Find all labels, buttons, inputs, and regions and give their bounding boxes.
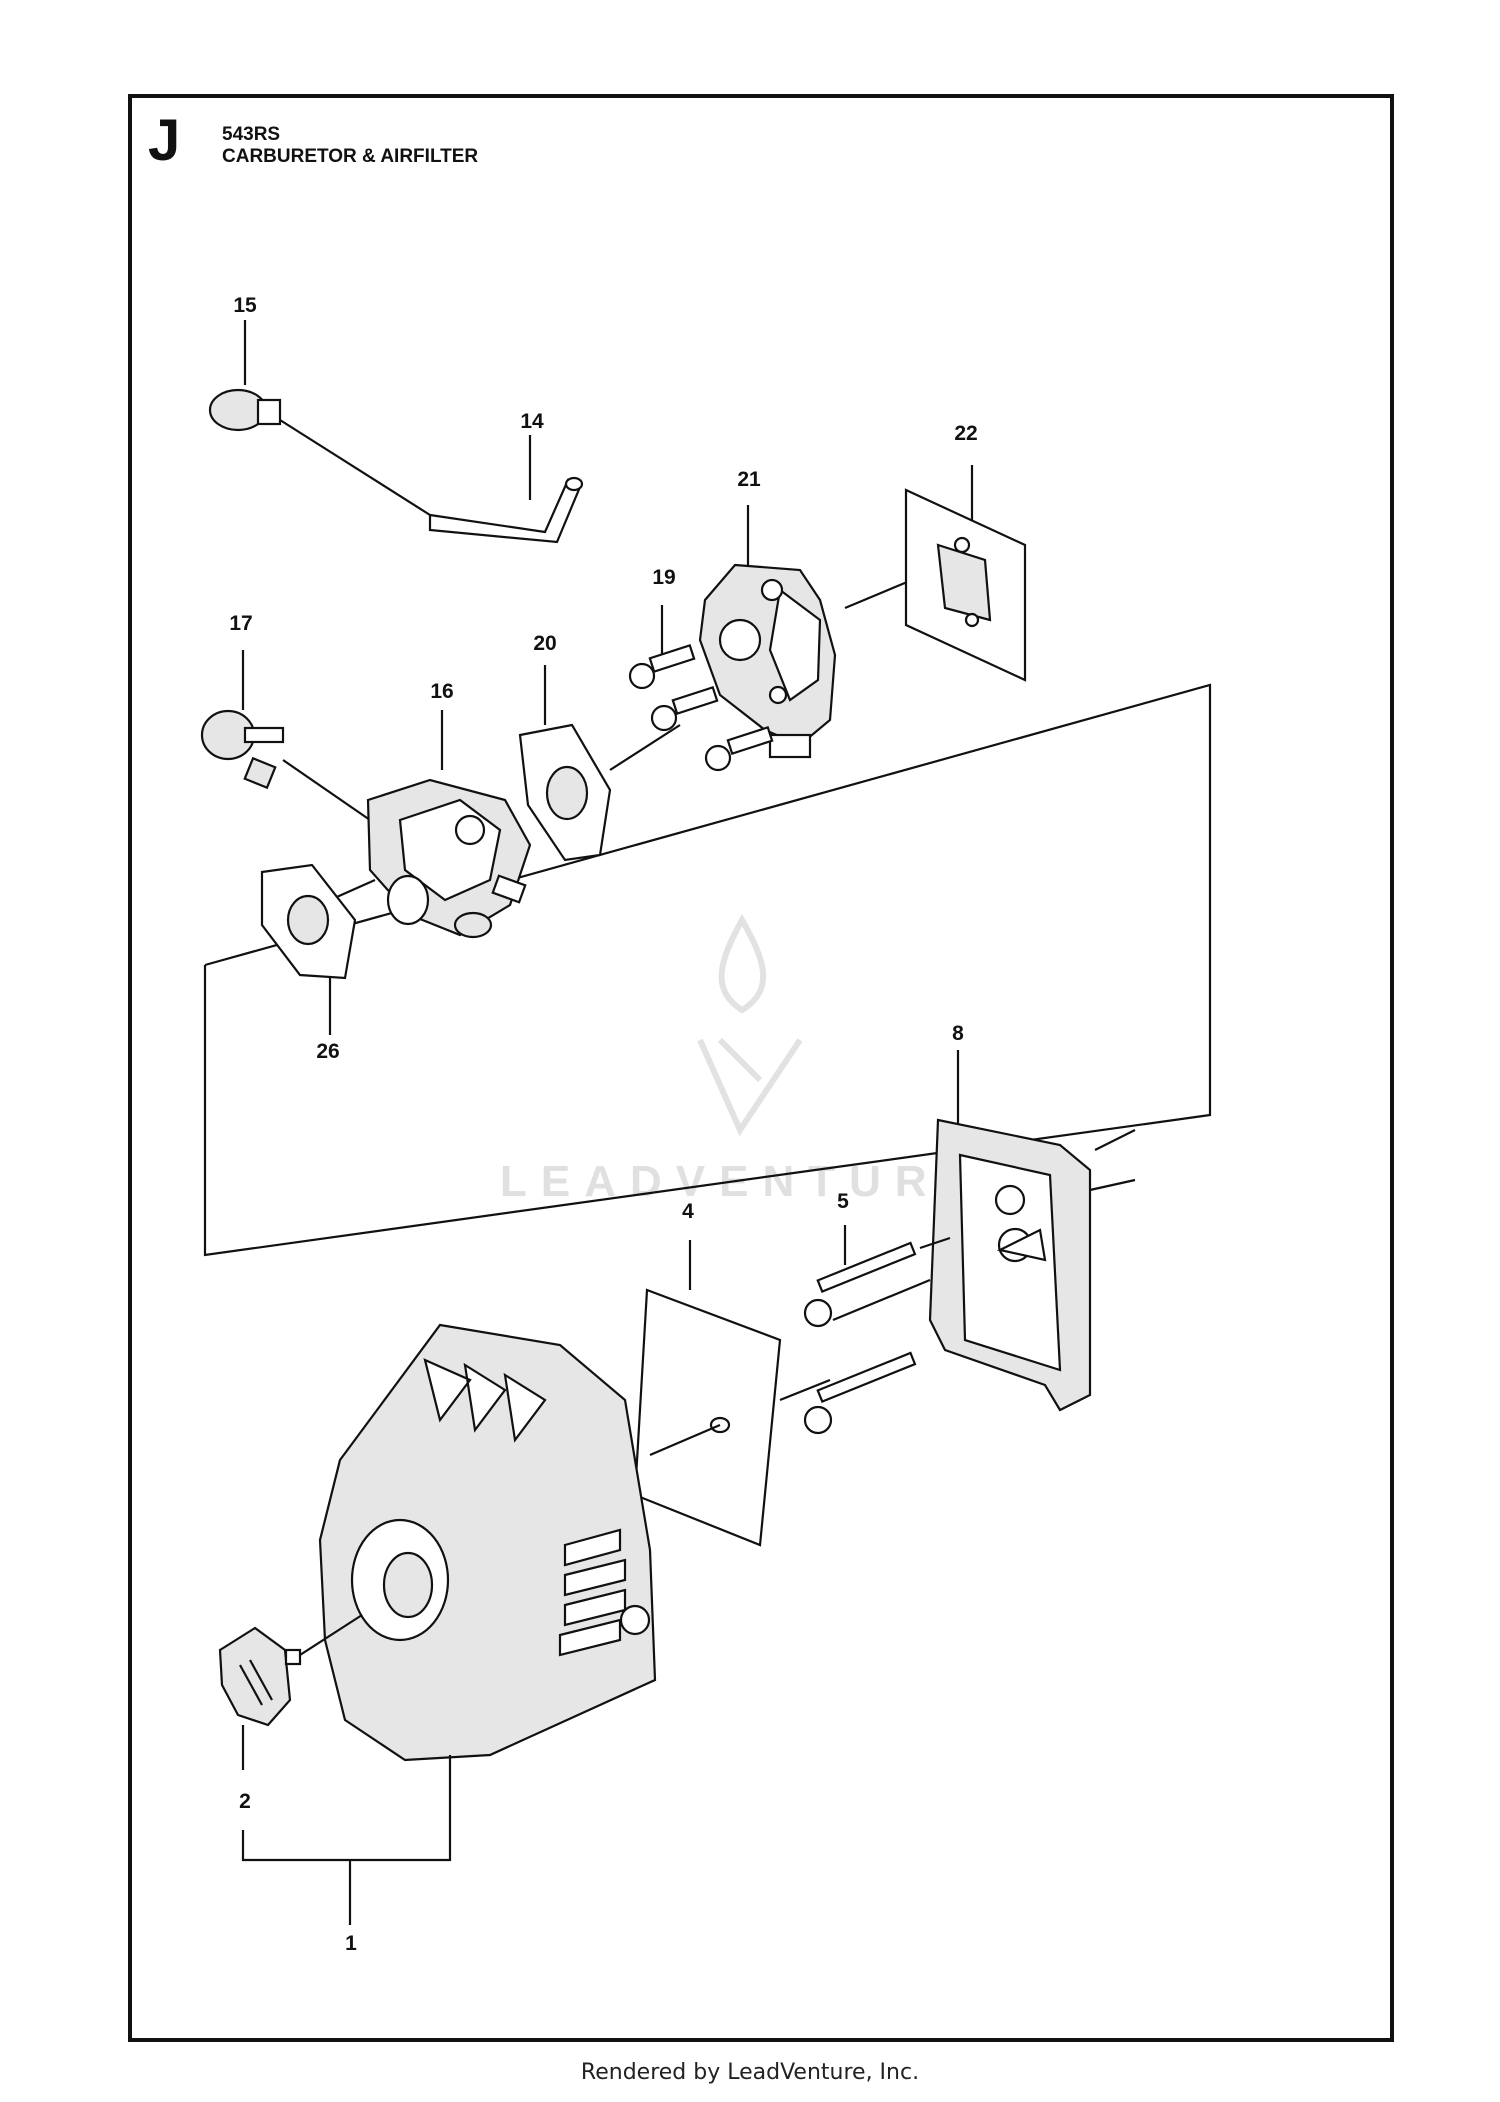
callout-26: 26 [316, 1040, 339, 1063]
part-26-gasket [260, 863, 357, 1035]
part-1-cylinder-cover [318, 1323, 657, 1762]
diagram-title: CARBURETOR & AIRFILTER [222, 146, 479, 167]
callout-21: 21 [737, 468, 761, 491]
part-21-intake-adapter [698, 505, 913, 759]
callout-19: 19 [652, 566, 675, 589]
callout-16: 16 [430, 680, 453, 703]
part-1-bracket [241, 1755, 452, 1862]
part-5-screws [803, 1225, 951, 1435]
callout-8: 8 [952, 1022, 964, 1045]
assembly-boundary-line [203, 683, 1212, 1257]
part-8-filter-holder [928, 1050, 1136, 1412]
callout-17: 17 [229, 612, 252, 635]
watermark-text: LEADVENTURE [500, 1157, 984, 1206]
part-17-choke-knob [200, 650, 371, 821]
diagram-frame [128, 94, 1394, 2042]
callout-4: 4 [682, 1200, 694, 1223]
callout-14: 14 [520, 410, 544, 433]
footer-credit: Rendered by LeadVenture, Inc. [580, 2060, 920, 2085]
callout-15: 15 [233, 294, 257, 317]
model-number: 543RS [222, 124, 281, 145]
callout-20: 20 [533, 632, 556, 655]
callout-2: 2 [239, 1790, 251, 1813]
part-14-fuel-hose [428, 435, 584, 544]
part-22-gasket [904, 465, 1027, 682]
part-2-knob [218, 1614, 363, 1770]
watermark: LEADVENTURE [500, 913, 984, 1206]
part-19-screws [628, 605, 774, 772]
part-20-gasket [518, 665, 681, 862]
part-16-carburetor [329, 710, 532, 939]
callout-5: 5 [837, 1190, 849, 1213]
callout-22: 22 [954, 422, 977, 445]
part-15-primer-bulb [208, 320, 431, 516]
callout-1: 1 [345, 1932, 357, 1955]
section-letter: J [148, 108, 181, 173]
part-4-air-filter [633, 1240, 831, 1547]
